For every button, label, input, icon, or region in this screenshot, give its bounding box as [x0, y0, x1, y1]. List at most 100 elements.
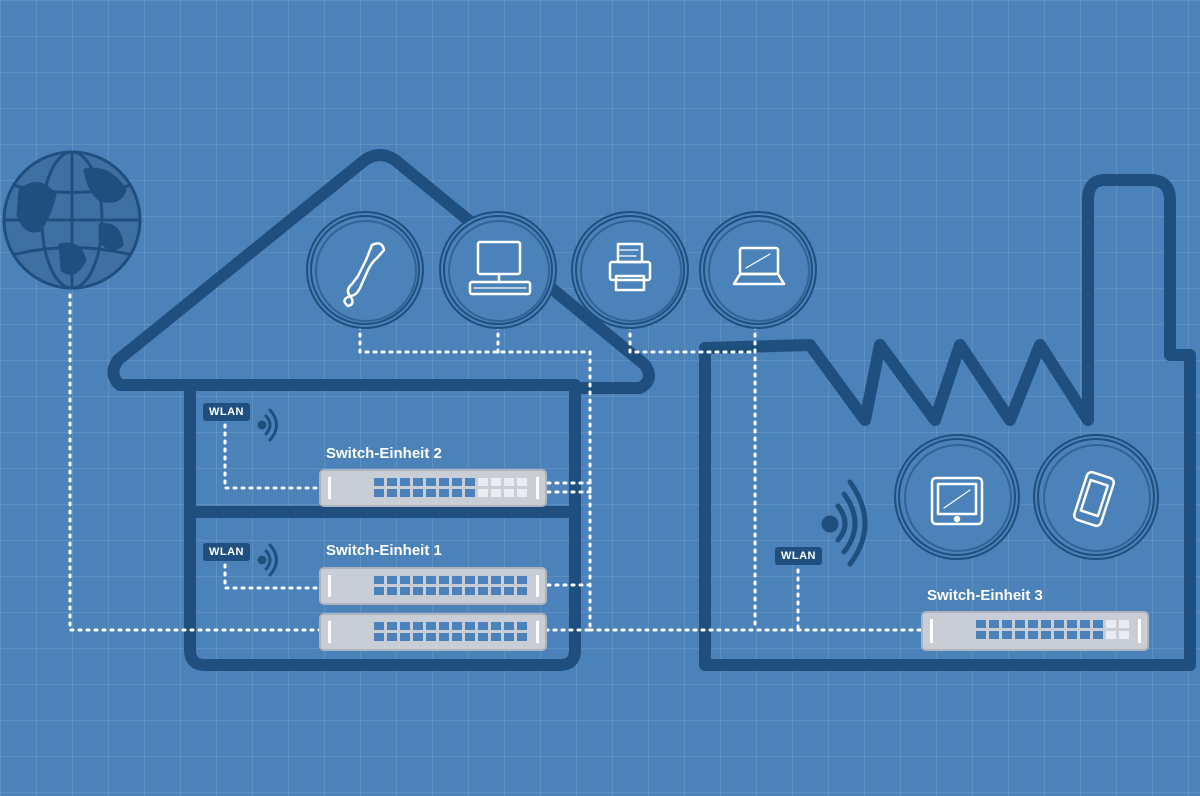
switch-port: [413, 489, 423, 497]
switch-port: [426, 489, 436, 497]
laptop-device: [699, 211, 817, 329]
switch-port: [413, 576, 423, 584]
switch-port: [387, 489, 397, 497]
switch-port: [1015, 631, 1025, 639]
switch-port: [491, 587, 501, 595]
switch-port: [387, 478, 397, 486]
switch-port: [1028, 631, 1038, 639]
switch-port: [465, 478, 475, 486]
factory-outline: [699, 174, 1196, 671]
switch-port: [465, 633, 475, 641]
switch-port: [413, 587, 423, 595]
switch-port: [504, 633, 514, 641]
switch-port: [426, 576, 436, 584]
switch-port: [374, 576, 384, 584]
switch-unit-3: [921, 611, 1149, 651]
switch-label-1: Switch-Einheit 1: [326, 542, 442, 559]
switch-port: [1106, 631, 1116, 639]
switch-port: [1119, 620, 1129, 628]
switch-port: [439, 587, 449, 595]
switch-port: [478, 622, 488, 630]
printer-icon: [608, 242, 652, 292]
switch-port: [491, 622, 501, 630]
wlan-badge-house-bottom: WLAN: [203, 543, 250, 561]
switch-port: [439, 622, 449, 630]
switch-unit-1b: [319, 613, 547, 651]
house-outline: [107, 149, 655, 671]
switch-port: [517, 489, 527, 497]
switch-port: [426, 587, 436, 595]
switch-port: [426, 622, 436, 630]
switch-port: [517, 633, 527, 641]
switch-port: [1093, 631, 1103, 639]
switch-port: [387, 633, 397, 641]
switch-port: [452, 576, 462, 584]
switch-port: [465, 622, 475, 630]
tablet-icon: [930, 476, 984, 526]
switch-port: [989, 620, 999, 628]
switch-port: [452, 622, 462, 630]
switch-port: [478, 576, 488, 584]
smartphone-device: [1033, 434, 1159, 560]
switch-port: [413, 478, 423, 486]
switch-port: [465, 576, 475, 584]
switch-label-2: Switch-Einheit 2: [326, 445, 442, 462]
wifi-signal-icon: [257, 408, 278, 442]
switch-port: [491, 489, 501, 497]
switch-port: [413, 633, 423, 641]
switch-port: [374, 633, 384, 641]
switch-port: [400, 633, 410, 641]
switch-port: [504, 622, 514, 630]
switch-port: [452, 489, 462, 497]
laptop-icon: [732, 246, 786, 286]
switch-port: [1054, 631, 1064, 639]
switch-port: [1054, 620, 1064, 628]
switch-port: [1041, 631, 1051, 639]
wifi-signal-icon: [257, 543, 278, 577]
switch-port: [400, 478, 410, 486]
switch-unit-1a: [319, 567, 547, 605]
switch-port: [491, 478, 501, 486]
switch-unit-2: [319, 469, 547, 507]
phone-device: [306, 211, 424, 329]
device-circles: [306, 211, 1159, 560]
switch-port: [1106, 620, 1116, 628]
switch-port: [426, 633, 436, 641]
switch-port: [452, 633, 462, 641]
switch-port: [439, 489, 449, 497]
switch-port: [491, 633, 501, 641]
switch-port: [478, 633, 488, 641]
computer-device: [439, 211, 557, 329]
switch-label-3: Switch-Einheit 3: [927, 587, 1043, 604]
smartphone-icon: [1073, 470, 1115, 528]
network-links: [68, 293, 927, 632]
desktop-computer-icon: [468, 240, 532, 296]
switch-port: [439, 576, 449, 584]
switch-port: [517, 478, 527, 486]
switch-port: [1002, 620, 1012, 628]
switch-port: [400, 489, 410, 497]
switch-port: [1119, 631, 1129, 639]
switch-port: [374, 478, 384, 486]
switch-port: [491, 576, 501, 584]
switch-port: [439, 633, 449, 641]
switch-port: [504, 576, 514, 584]
switch-port: [1028, 620, 1038, 628]
switch-port: [400, 622, 410, 630]
switch-port: [517, 576, 527, 584]
switch-port: [517, 622, 527, 630]
switch-port: [387, 576, 397, 584]
switch-port: [1015, 620, 1025, 628]
switch-port: [976, 631, 986, 639]
switch-port: [465, 489, 475, 497]
switch-port: [1002, 631, 1012, 639]
switch-port: [439, 478, 449, 486]
wifi-signal-icon: [821, 479, 868, 567]
switch-port: [517, 587, 527, 595]
tablet-device: [894, 434, 1020, 560]
switch-port: [1080, 620, 1090, 628]
switch-port: [1067, 631, 1077, 639]
switch-port: [413, 622, 423, 630]
